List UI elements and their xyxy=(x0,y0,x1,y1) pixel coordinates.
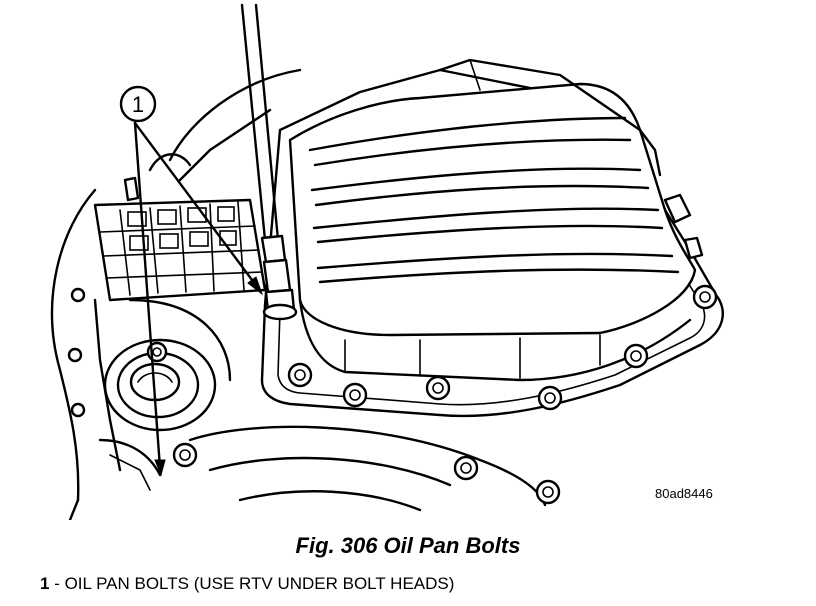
transmission-case xyxy=(50,68,547,520)
oil-pan-bolt xyxy=(692,284,718,310)
oil-pan-bolt xyxy=(537,385,563,411)
callout-leader-lines xyxy=(133,121,264,477)
oil-pan-bolt xyxy=(425,375,451,401)
oil-pan-bolt xyxy=(623,343,649,369)
figure-caption: Fig. 306 Oil Pan Bolts xyxy=(295,533,521,558)
oil-pan-bolts xyxy=(172,284,718,505)
legend-item-text: OIL PAN BOLTS (USE RTV UNDER BOLT HEADS) xyxy=(64,574,455,593)
legend-item: 1 - OIL PAN BOLTS (USE RTV UNDER BOLT HE… xyxy=(40,572,454,596)
legend-item-separator: - xyxy=(49,574,65,593)
oil-pan xyxy=(260,58,724,418)
legend: 1 - OIL PAN BOLTS (USE RTV UNDER BOLT HE… xyxy=(40,572,454,596)
illustration-code: 80ad8446 xyxy=(655,486,713,501)
callout-circle xyxy=(119,85,157,123)
oil-pan-bolt xyxy=(535,479,561,505)
oil-pan-bolt xyxy=(287,362,313,388)
callout-1: 1 xyxy=(119,85,264,477)
oil-pan-bolt xyxy=(172,442,198,468)
callout-number: 1 xyxy=(132,92,144,117)
dipstick-tube xyxy=(240,3,298,321)
oil-pan-illustration: 1 80ad8446 xyxy=(50,3,724,520)
legend-item-number: 1 xyxy=(40,574,50,593)
oil-pan-bolt xyxy=(453,455,479,481)
oil-pan-bolt xyxy=(342,382,368,408)
